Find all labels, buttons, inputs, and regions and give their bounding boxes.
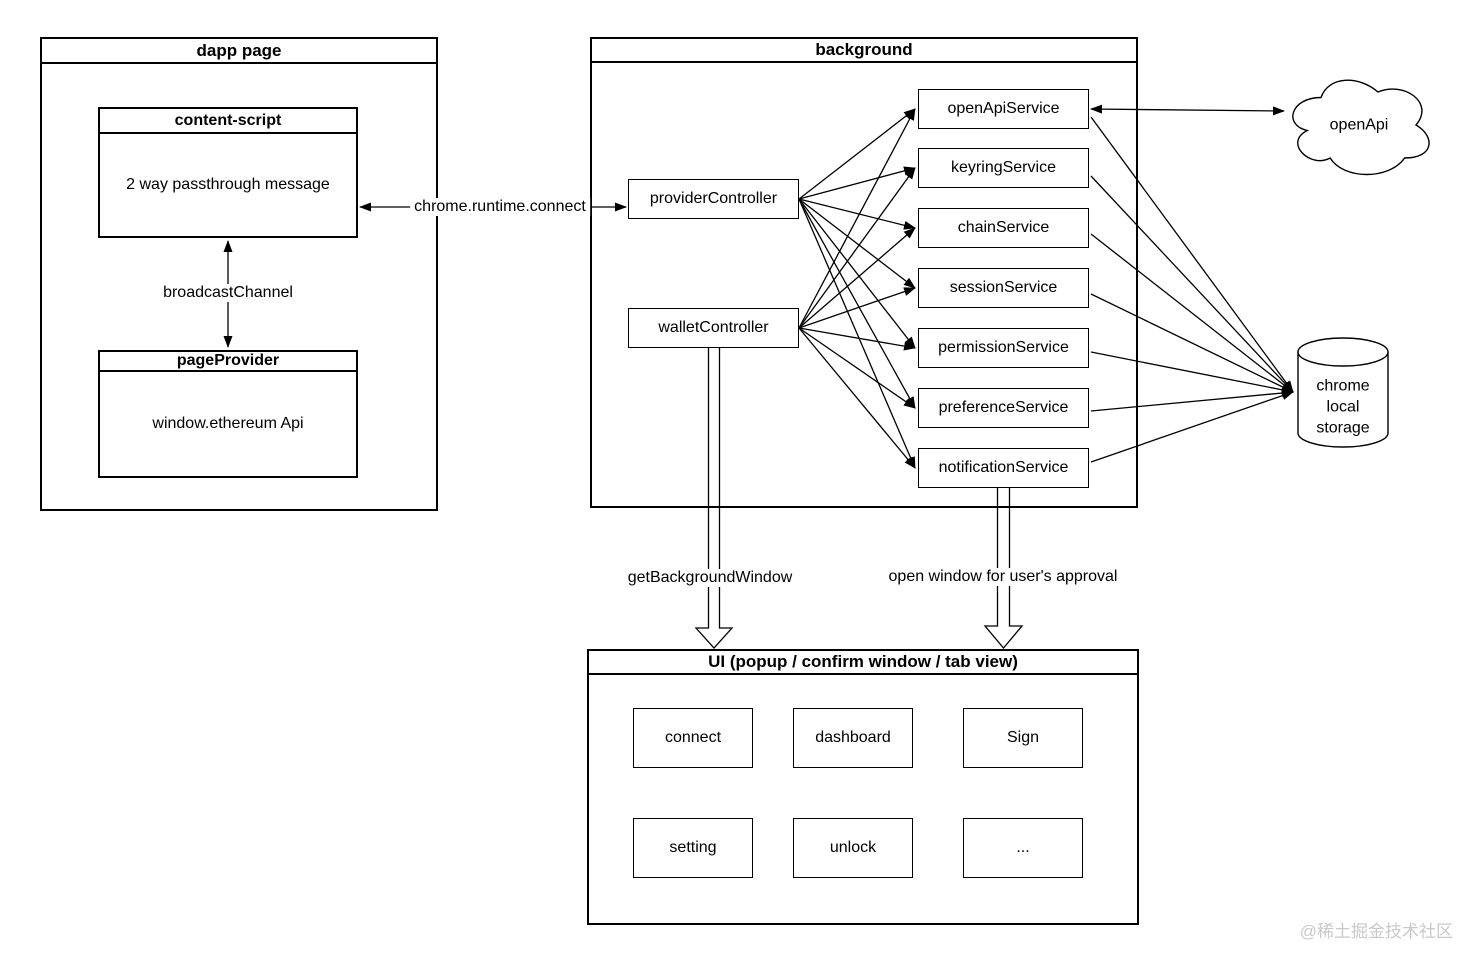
content-script-body: 2 way passthrough message <box>126 176 330 193</box>
ui-item-setting: setting <box>633 818 753 878</box>
wallet-controller-box: walletController <box>628 308 799 348</box>
ui-item-more: ... <box>963 818 1083 878</box>
dapp-page-title: dapp page <box>42 39 436 64</box>
background-box: background <box>590 37 1138 508</box>
watermark: @稀土掘金技术社区 <box>1299 922 1453 941</box>
service-box-preference-service: preferenceService <box>918 388 1089 428</box>
storage-label-line-2: local <box>1326 398 1360 416</box>
storage-label-line-1: chrome <box>1316 377 1370 395</box>
service-box-permission-service: permissionService <box>918 328 1089 368</box>
edges-provider-controller-to-services <box>798 108 916 469</box>
background-title: background <box>592 39 1136 63</box>
open-api-cloud-label: openApi <box>1329 116 1389 134</box>
service-box-notification-service: notificationService <box>918 448 1089 488</box>
page-provider-box: pageProvider window.ethereum Api <box>98 350 358 478</box>
ui-item-dashboard: dashboard <box>793 708 913 768</box>
edges-wallet-controller-to-services <box>798 108 916 469</box>
open-api-cloud-shape <box>1292 79 1430 176</box>
block-arrow-open-window <box>983 488 1024 650</box>
edge-openapi-service-to-cloud <box>1090 104 1285 116</box>
edges-services-to-storage <box>1090 116 1294 463</box>
content-script-box: content-script 2 way passthrough message <box>98 107 358 238</box>
dapp-page-box: dapp page <box>40 37 438 511</box>
get-background-window-label: getBackgroundWindow <box>623 569 797 587</box>
broadcast-channel-label: broadcastChannel <box>159 284 297 302</box>
ui-box: UI (popup / confirm window / tab view) <box>587 649 1139 925</box>
provider-controller-box: providerController <box>628 179 799 219</box>
ui-item-sign: Sign <box>963 708 1083 768</box>
chrome-local-storage-label: chrome local storage <box>1316 376 1369 439</box>
content-script-title: content-script <box>100 109 356 134</box>
service-box-keyring-service: keyringService <box>918 148 1089 188</box>
storage-label-line-3: storage <box>1316 419 1370 437</box>
ui-item-connect: connect <box>633 708 753 768</box>
chrome-local-storage-shape <box>1297 337 1389 448</box>
ui-item-unlock: unlock <box>793 818 913 878</box>
runtime-connect-label: chrome.runtime.connect <box>410 198 590 216</box>
service-box-chain-service: chainService <box>918 208 1089 248</box>
ui-title: UI (popup / confirm window / tab view) <box>589 651 1137 675</box>
open-window-label: open window for user's approval <box>884 568 1122 586</box>
service-box-session-service: sessionService <box>918 268 1089 308</box>
block-arrow-get-background-window <box>694 348 734 649</box>
page-provider-body: window.ethereum Api <box>152 415 304 432</box>
page-provider-title: pageProvider <box>100 352 356 372</box>
service-box-open-api-service: openApiService <box>918 89 1089 129</box>
